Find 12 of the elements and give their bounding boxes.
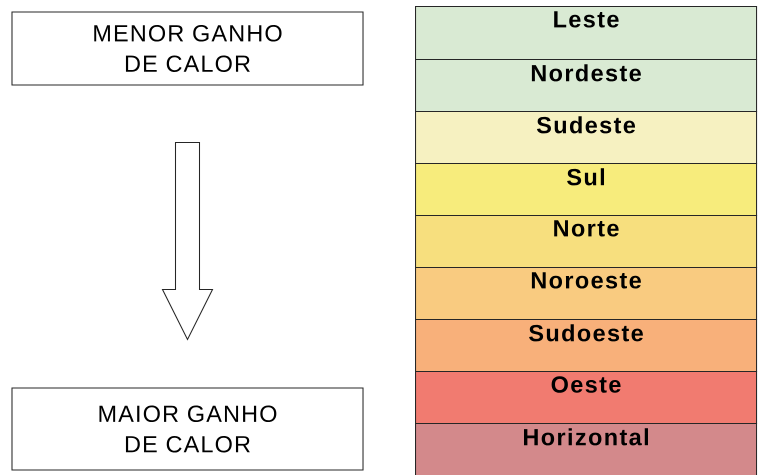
- color-band: Nordeste: [415, 59, 758, 112]
- color-band: Horizontal: [415, 423, 758, 475]
- color-band: Sudoeste: [415, 319, 758, 372]
- block-arrow: [162, 142, 214, 341]
- color-band: Oeste: [415, 371, 758, 424]
- text-box: MENOR GANHO DE CALOR: [11, 11, 364, 86]
- color-band: Sul: [415, 163, 758, 216]
- color-band: Norte: [415, 215, 758, 268]
- color-band: Leste: [415, 6, 758, 60]
- color-band: Sudeste: [415, 111, 758, 164]
- color-band: Noroeste: [415, 267, 758, 320]
- text-box: MAIOR GANHO DE CALOR: [11, 387, 364, 471]
